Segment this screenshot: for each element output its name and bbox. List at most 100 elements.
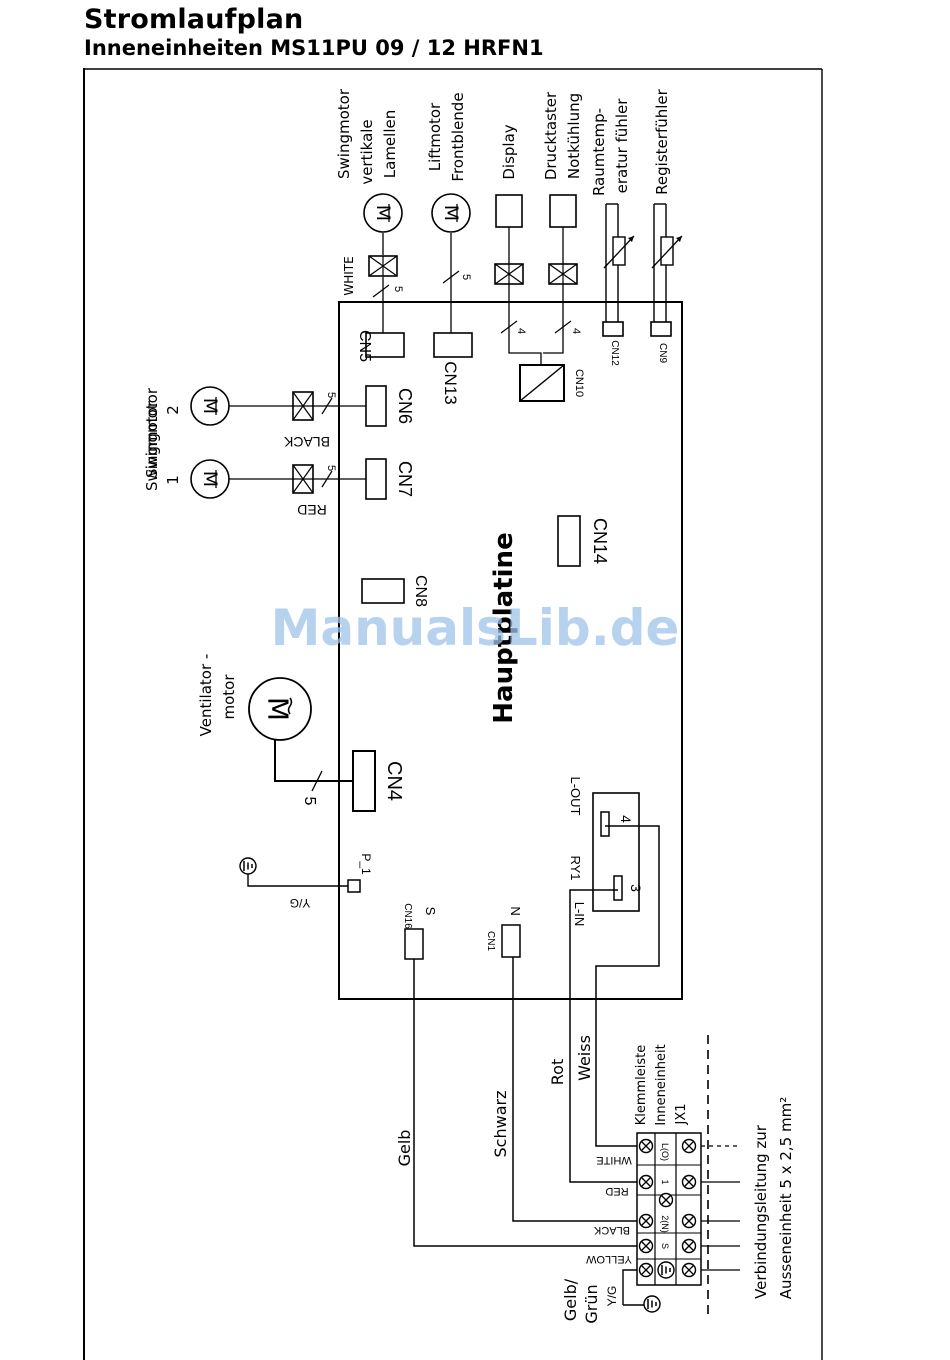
lout-label: L-OUT — [568, 777, 583, 816]
swing-vert-line1: Swingmotor — [335, 88, 353, 179]
s-label: S — [423, 907, 438, 916]
relay-pin3: 3 — [628, 884, 644, 892]
cn6-wire-count: 5 — [325, 392, 337, 398]
board-ground-icon — [239, 857, 257, 875]
cn12-connector — [602, 321, 624, 337]
gelbgruen-line1: Gelb/ — [561, 1278, 580, 1321]
ry1-label: RY1 — [568, 855, 583, 880]
cn12-label: CN12 — [609, 340, 620, 366]
raum-line1: Raumtemp- — [590, 108, 608, 196]
gelb-wire-label: Gelb — [395, 1130, 414, 1167]
svg-text:M: M — [372, 205, 394, 221]
display-box — [495, 194, 523, 228]
cn4-label: CN4 — [383, 761, 405, 801]
black-label: BLACK — [283, 434, 330, 450]
cn13-connector — [433, 332, 473, 358]
n-label: N — [508, 906, 523, 915]
cn9-label: CN9 — [657, 343, 668, 363]
cn4-wire-count: 5 — [301, 797, 318, 806]
swing1-motor-icon: M — [190, 459, 230, 499]
swing1-line1: Swingmotor — [143, 400, 161, 491]
relay-ry1 — [592, 792, 640, 912]
page-title: Stromlaufplan — [84, 4, 304, 35]
rot-wire-label: Rot — [548, 1059, 567, 1085]
cn5-connector — [365, 332, 405, 358]
swing-vert-line3: Lamellen — [381, 110, 399, 178]
cn9-connector — [650, 321, 672, 337]
druck-box — [549, 194, 577, 228]
display-plug-icon — [494, 263, 524, 285]
svg-text:M: M — [199, 471, 221, 487]
yg-board-label: Y/G — [290, 896, 311, 910]
term-yellow-label: YELLOW — [585, 1253, 631, 1265]
cn1-label: CN1 — [485, 931, 496, 951]
terminal-caption-line2: Inneneinheit — [654, 1044, 669, 1125]
term-red-label: RED — [605, 1185, 628, 1197]
vent-line2: motor — [220, 674, 238, 720]
swing2-plug-icon — [292, 391, 314, 421]
swing-vert-line2: vertikale — [358, 119, 376, 184]
lin-label: L-IN — [572, 902, 587, 927]
red-label: RED — [297, 502, 327, 518]
connection-line1: Verbindungsleitung zur — [752, 1124, 770, 1299]
p1-label: P_1 — [359, 853, 373, 875]
white-wire-label: WHITE — [342, 256, 356, 295]
druck-wire-count: 4 — [570, 328, 582, 334]
cn16-label: CN16 — [402, 903, 413, 929]
fan-motor-icon: M — [248, 677, 312, 741]
svg-text:M: M — [440, 205, 462, 221]
cn5-wire-count: 5 — [392, 286, 404, 292]
druck-line1: Drucktaster — [542, 91, 560, 180]
swing2-line2: 2 — [164, 405, 182, 415]
cn7-wire-count: 5 — [325, 465, 337, 471]
cn4-connector — [352, 750, 376, 812]
term-lo-label: L(O) — [660, 1143, 670, 1161]
swing-vert-motor-icon: M — [363, 193, 403, 233]
yg-terminal-label: Y/G — [605, 1286, 619, 1307]
cn16-connector — [404, 928, 424, 960]
svg-text:M: M — [199, 398, 221, 414]
cn8-connector — [361, 578, 405, 604]
term-1-label: 1 — [660, 1179, 670, 1184]
p1-connector — [347, 879, 361, 893]
weiss-wire-label: Weiss — [575, 1035, 594, 1081]
term-black-label: BLACK — [593, 1224, 630, 1236]
terminal-caption-line1: Klemmleiste — [634, 1045, 649, 1126]
register-sensor-icon — [651, 235, 683, 269]
druck-line2: Notkühlung — [565, 93, 583, 179]
page-subtitle: Inneneinheiten MS11PU 09 / 12 HRFN1 — [84, 36, 544, 60]
cn13-wire-count: 5 — [460, 274, 472, 280]
main-board — [338, 301, 683, 1000]
druck-plug-icon — [548, 263, 578, 285]
raum-line2: eratur fühler — [613, 98, 631, 194]
connection-line2: Ausseneinheit 5 x 2,5 mm² — [777, 1097, 795, 1299]
cn10-label: CN10 — [573, 369, 585, 397]
register-label: Registerfühler — [653, 88, 671, 194]
cn8-label: CN8 — [412, 575, 429, 607]
gelbgruen-line2: Grün — [582, 1284, 601, 1323]
terminal-block-jx1 — [636, 1132, 702, 1286]
swing2-line1: Swingmotor — [143, 387, 161, 478]
relay-pin4: 4 — [618, 815, 634, 823]
svg-text:M: M — [262, 697, 295, 721]
cn7-connector — [365, 458, 387, 500]
term-2n-label: 2(N) — [660, 1215, 670, 1233]
terminal-caption-line3: JX1 — [674, 1103, 689, 1125]
cn1-connector — [501, 924, 521, 958]
swing-vert-plug-icon — [368, 255, 398, 277]
term-s-label: S — [660, 1243, 670, 1249]
cn13-label: CN13 — [441, 361, 460, 404]
raum-sensor-icon — [603, 235, 635, 269]
cn14-connector — [557, 515, 581, 567]
swing2-motor-icon: M — [190, 386, 230, 426]
cn14-label: CN14 — [590, 518, 610, 564]
lift-motor-icon: M — [431, 193, 471, 233]
cn6-connector — [365, 385, 387, 427]
board-label: Hauptplatine — [489, 532, 519, 723]
external-ground-icon — [643, 1295, 661, 1313]
cn5-label: CN5 — [356, 330, 373, 362]
liftmotor-line1: Liftmotor — [426, 102, 444, 171]
schwarz-wire-label: Schwarz — [491, 1091, 510, 1158]
watermark: ManualsLib.de — [271, 599, 680, 657]
